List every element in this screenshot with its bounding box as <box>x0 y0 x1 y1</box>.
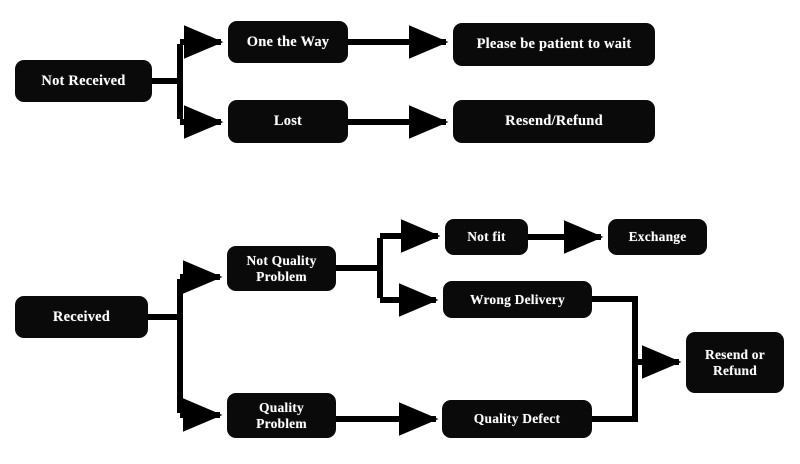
node-wrong-delivery[interactable]: Wrong Delivery <box>443 281 592 318</box>
node-lost[interactable]: Lost <box>228 100 348 143</box>
node-not-received[interactable]: Not Received <box>15 60 152 102</box>
node-label: Not fit <box>467 229 506 245</box>
node-label: Not Quality Problem <box>246 253 316 283</box>
node-label-line-2: Refund <box>713 362 757 378</box>
node-resend-or-refund[interactable]: Resend or Refund <box>686 332 784 393</box>
node-please-be-patient-to-wait[interactable]: Please be patient to wait <box>453 23 655 66</box>
node-label: Quality Defect <box>473 411 561 427</box>
node-exchange[interactable]: Exchange <box>608 219 707 255</box>
node-label: Exchange <box>628 229 687 245</box>
node-resend-refund[interactable]: Resend/Refund <box>453 100 655 143</box>
node-label: Resend or Refund <box>705 347 765 377</box>
node-label: Not Received <box>41 72 126 89</box>
node-label-line-1: Resend or <box>705 347 765 363</box>
node-label: One the Way <box>246 33 330 50</box>
node-label: Quality Problem <box>256 400 307 430</box>
node-label-line-1: Quality <box>259 400 304 416</box>
node-label-line-1: Not Quality <box>246 253 317 269</box>
node-quality-defect[interactable]: Quality Defect <box>442 400 592 438</box>
node-label: Lost <box>273 113 303 130</box>
node-quality-problem[interactable]: Quality Problem <box>227 393 336 438</box>
node-label: Wrong Delivery <box>470 291 565 307</box>
node-not-fit[interactable]: Not fit <box>445 219 528 255</box>
node-label: Resend/Refund <box>505 113 603 130</box>
node-not-quality-problem[interactable]: Not Quality Problem <box>227 246 336 291</box>
node-one-the-way[interactable]: One the Way <box>228 21 348 63</box>
node-label: Please be patient to wait <box>476 36 632 53</box>
node-label-line-2: Problem <box>256 268 307 284</box>
node-label: Received <box>52 308 111 325</box>
node-label-line-2: Problem <box>256 415 307 431</box>
node-received[interactable]: Received <box>15 296 148 338</box>
